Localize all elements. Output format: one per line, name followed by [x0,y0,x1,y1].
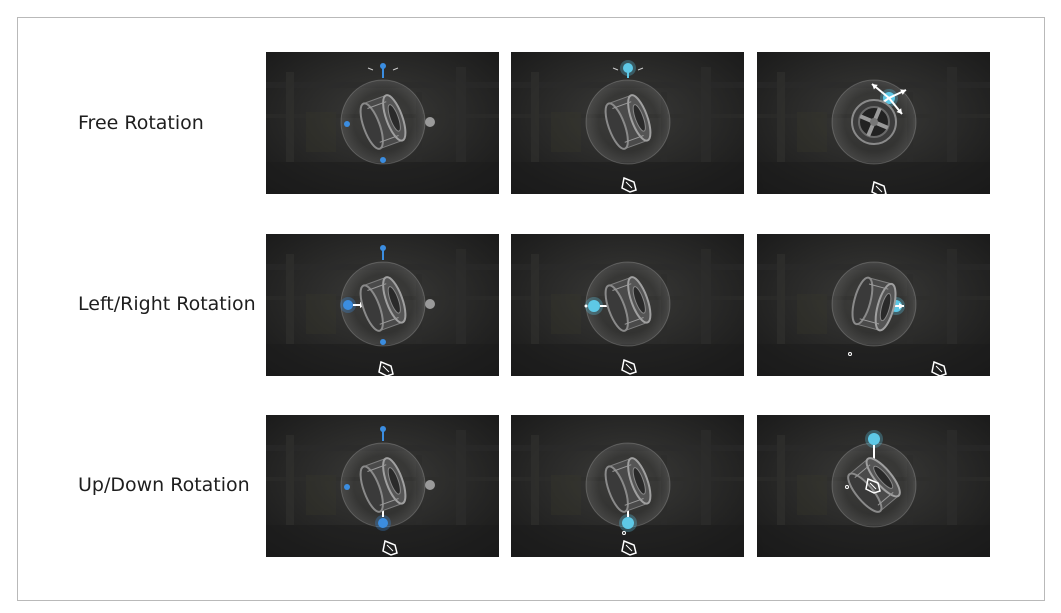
hand-cursor-icon [382,539,398,556]
origin-dot [848,352,852,356]
hand-cursor-icon [378,360,394,376]
origin-dot [622,531,626,535]
wheel-rim-icon [604,276,652,332]
drag-arrow [888,89,907,99]
drag-arrow [871,83,890,99]
scene-panel [511,234,744,376]
right-handle [425,299,435,309]
top-handle [380,63,386,69]
left-handle [585,297,603,315]
scene-panel [757,52,990,194]
wheel-rim-icon [851,276,897,332]
scene-panel [511,415,744,557]
bottom-handle [380,339,386,345]
hand-cursor-icon [871,180,887,194]
wheel-rim-icon [359,94,407,150]
left-handle-hover [340,297,356,313]
drag-arrow [888,97,903,115]
top-handle [380,245,386,251]
bottom-handle-hover [375,515,391,531]
row-label-left-right-rotation: Left/Right Rotation [78,293,256,315]
scene-panel [757,234,990,376]
backdrop-structures [266,67,499,194]
hand-cursor-icon [865,477,881,494]
scene-panel [266,52,499,194]
row-label-up-down-rotation: Up/Down Rotation [78,474,250,496]
hover-sparkle [612,67,644,71]
origin-dot [845,485,849,489]
hand-cursor-icon [621,539,637,556]
top-handle [380,426,386,432]
bottom-handle [380,157,386,163]
scene-panel [266,234,499,376]
row-label-free-rotation: Free Rotation [78,112,204,134]
left-handle [344,484,350,490]
top-handle [620,60,636,76]
origin-dot [584,304,588,308]
right-handle [425,117,435,127]
hand-cursor-icon [621,176,637,193]
hand-cursor-icon [621,358,637,375]
hand-cursor-icon [931,360,947,376]
bottom-handle [619,514,637,532]
scene-panel [757,415,990,557]
hover-sparkle [367,67,399,71]
top-handle [865,430,883,448]
left-handle [344,121,350,127]
wheel-rim-icon [604,457,652,513]
wheel-rim-icon [359,276,407,332]
wheel-rim-icon [604,94,652,150]
scene-panel [511,52,744,194]
scene-panel [266,415,499,557]
wheel-rim-icon [359,457,407,513]
wheel-rim-icon [851,99,897,145]
wheel-rim-icon [847,457,901,513]
right-handle [425,480,435,490]
